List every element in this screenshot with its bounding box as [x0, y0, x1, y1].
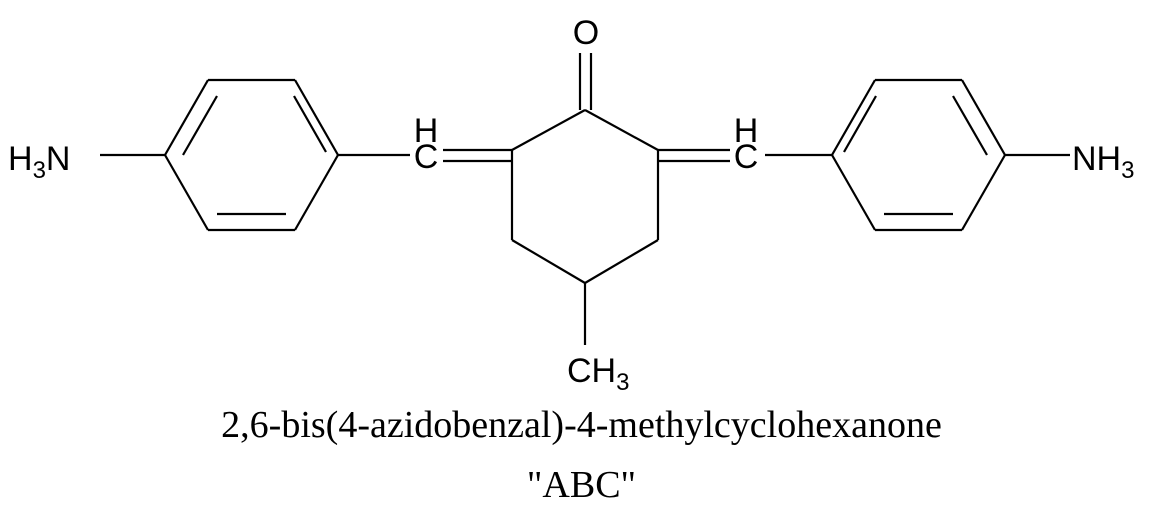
- bond-cyclohexanone: [584, 109, 659, 151]
- methine-c-left-label: C: [414, 138, 439, 176]
- methyl-ch: CH: [567, 352, 616, 390]
- bond-right-ring-inner: [843, 95, 877, 153]
- amine-left-n: N: [46, 140, 71, 178]
- compound-name: 2,6-bis(4-azidobenzal)-4-methylcyclohexa…: [221, 404, 942, 446]
- bond-right-ring: [831, 79, 876, 156]
- bond-cyclohexanone: [511, 239, 586, 284]
- methine-h-right-label: H: [734, 112, 759, 150]
- bond-left-ring-inner: [293, 95, 327, 153]
- bond-left-ring: [294, 79, 339, 156]
- methine-h-left-label: H: [414, 112, 439, 150]
- bond-left-ring: [294, 154, 339, 231]
- bond-left-ring-inner: [182, 95, 218, 156]
- chemical-structure-diagram: O H C H C H3N NH3 CH3: [8, 14, 1134, 396]
- amine-right-subscript: 3: [1121, 157, 1134, 184]
- bond-left-ring: [164, 154, 209, 231]
- bond-right-ring: [961, 79, 1006, 156]
- bond-right-ring: [961, 154, 1006, 231]
- bonds: [100, 53, 1070, 345]
- amine-right-label: NH3: [1072, 140, 1134, 184]
- amine-right-nh: NH: [1072, 140, 1121, 178]
- oxygen-label: O: [573, 14, 599, 52]
- bond-cyclohexanone: [584, 239, 659, 284]
- methyl-label: CH3: [567, 352, 629, 396]
- methine-c-right-label: C: [734, 138, 759, 176]
- methyl-subscript: 3: [616, 369, 629, 396]
- atom-labels: O H C H C H3N NH3 CH3: [8, 14, 1134, 396]
- amine-left-h: H: [8, 140, 33, 178]
- bond-left-ring: [164, 79, 209, 156]
- bond-right-ring-inner: [952, 95, 988, 156]
- bond-cyclohexanone: [511, 109, 586, 151]
- amine-left-subscript: 3: [33, 157, 46, 184]
- amine-left-label: H3N: [8, 140, 70, 184]
- bond-right-ring: [831, 154, 876, 231]
- compound-abbreviation: "ABC": [526, 464, 637, 506]
